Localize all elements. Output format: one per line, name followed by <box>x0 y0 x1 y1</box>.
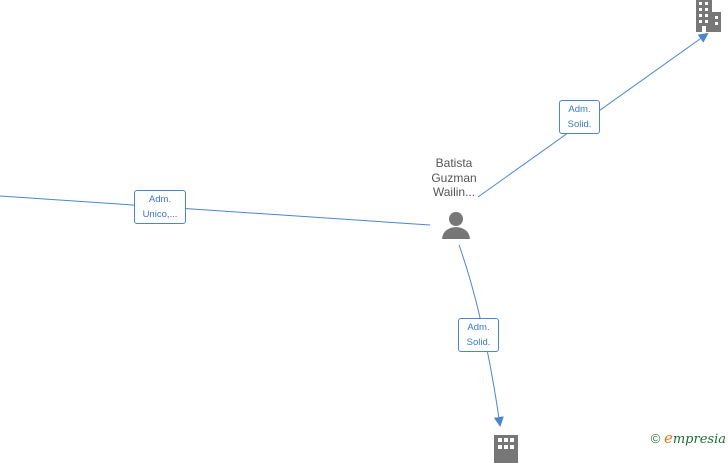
edge-line-left <box>0 195 431 226</box>
edge-label-adm-solid-upper[interactable]: Adm. Solid. <box>559 100 600 134</box>
edge-label-line: Solid. <box>466 337 491 348</box>
copyright-symbol: © <box>650 431 661 446</box>
edge-label-line: Solid. <box>567 119 592 130</box>
edge-label-adm-solid-lower[interactable]: Adm. Solid. <box>458 318 499 352</box>
edge-label-line: Unico,... <box>142 209 178 220</box>
brand-watermark: © empresia <box>651 429 726 447</box>
person-icon[interactable] <box>441 210 471 240</box>
edge-label-line: Adm. <box>467 322 490 333</box>
edge-label-line: Adm. <box>148 194 172 205</box>
brand-logo: empresia <box>663 429 726 447</box>
building-icon[interactable] <box>692 0 724 32</box>
edge-label-line: Adm. <box>568 104 591 115</box>
person-name-line: Batista <box>435 156 473 170</box>
relationship-graph <box>0 32 709 427</box>
person-name-line: Wailin... <box>432 185 476 199</box>
building-icon[interactable] <box>492 435 520 463</box>
edge-label-adm-unico[interactable]: Adm. Unico,... <box>134 190 186 224</box>
person-name-line: Guzman <box>431 170 477 185</box>
person-name[interactable]: Batista Guzman Wailin... <box>414 156 494 200</box>
